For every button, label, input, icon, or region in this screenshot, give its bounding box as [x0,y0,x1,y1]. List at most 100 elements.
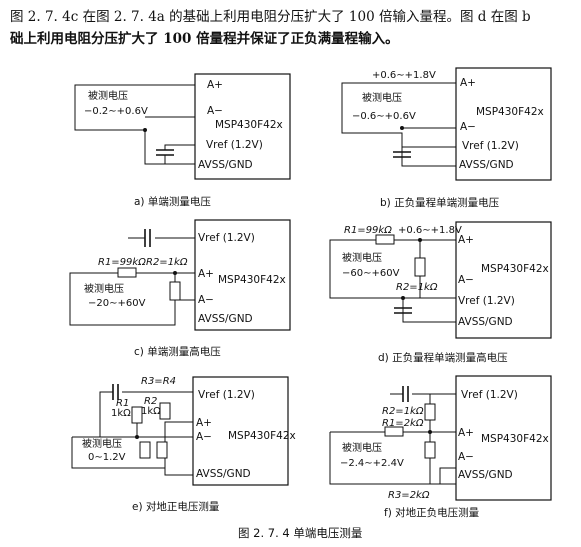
intro-line-1: 图 2. 7. 4c 在图 2. 7. 4a 的基础上利用电阻分压扩大了 100… [10,9,531,25]
panel-e: Vref (1.2V) A+ A− MSP430F42x AVSS/GND R3… [71,376,296,513]
label-measured-b: 被测电压 [362,91,402,104]
range-e: 0∼1.2V [88,452,126,463]
pin-vref-f: Vref (1.2V) [461,389,518,401]
r2-name-e: R2 [144,396,157,407]
caption-b: b) 正负量程单端测量电压 [380,196,500,209]
pin-vref-e: Vref (1.2V) [198,389,255,401]
resistor-r2-e [159,402,171,420]
r2-c: R2=1kΩ [146,257,188,268]
r2-val-e: 1kΩ [141,406,161,417]
label-measured-c: 被测电压 [84,282,124,295]
pin-aplus-d: A+ [458,234,474,246]
chip-d [455,221,552,339]
chip-name-b: MSP430F42x [476,106,544,118]
bias-d: +0.6∼+1.8V [398,225,462,236]
wire-aplus-a [74,84,195,165]
chip-name-c: MSP430F42x [218,274,286,286]
wire-source-e [71,436,165,469]
r2-f: R2=1kΩ [382,406,424,417]
chip-name-d: MSP430F42x [481,263,549,275]
resistor-r1-e [131,406,143,424]
r1-val-e: 1kΩ [111,408,131,419]
pin-aplus-c: A+ [198,268,214,280]
bias-b: +0.6∼+1.8V [372,70,436,81]
wire-aminus-f [439,467,456,484]
pin-vref-b: Vref (1.2V) [462,140,519,152]
pin-aplus-e: A+ [196,417,212,429]
pin-gnd-a: AVSS/GND [198,159,253,171]
panel-a: A+ MSP430F42x A− Vref (1.2V) AVSS/GND 被测… [74,73,291,208]
resistor-r1-d [375,234,395,245]
r1-f: R1=2kΩ [382,418,424,429]
resistor-r4-e [156,441,168,459]
pin-aminus-d: A− [458,274,474,286]
resistor-r1-c [117,267,137,278]
intro-text: 图 2. 7. 4c 在图 2. 7. 4a 的基础上利用电阻分压扩大了 100… [10,6,575,50]
pin-aminus-c: A− [198,294,214,306]
range-b: −0.6∼+0.6V [352,111,416,122]
panel-f: Vref (1.2V) A+ MSP430F42x A− AVSS/GND R2… [329,375,552,519]
chip-name-f: MSP430F42x [481,433,549,445]
wire-aplus-b [341,82,456,167]
range-f: −2.4∼+2.4V [340,458,404,469]
label-measured-e: 被测电压 [82,437,122,450]
chip-f [455,375,552,501]
resistor-r2-d [414,257,426,277]
panel-b: A+ MSP430F42x A− Vref (1.2V) AVSS/GND +0… [341,67,552,209]
pin-gnd-e: AVSS/GND [196,468,251,480]
pin-vref-c: Vref (1.2V) [198,232,255,244]
pin-gnd-d: AVSS/GND [458,316,513,328]
range-c: −20∼+60V [88,298,146,309]
caption-f: f) 对地正负电压测量 [384,506,480,519]
pin-aplus-f: A+ [458,427,474,439]
caption-e: e) 对地正电压测量 [132,500,220,513]
range-d: −60∼+60V [342,268,400,279]
resistor-r1-f [384,426,404,437]
resistor-r3-e [139,441,151,459]
r2-d: R2=1kΩ [396,282,438,293]
pin-aminus-a: A− [207,105,223,117]
pin-aplus-b: A+ [460,77,476,89]
intro-line-2: 础上利用电阻分压扩大了 100 倍量程并保证了正负满量程输入。 [10,31,399,47]
pin-aminus-b: A− [460,121,476,133]
panel-d: A+ MSP430F42x A− Vref (1.2V) AVSS/GND R1… [329,221,552,364]
pin-vref-d: Vref (1.2V) [458,295,515,307]
node-d1 [418,238,422,242]
resistor-r2-f [424,403,436,421]
wire-loop-d [329,239,456,323]
node-f [428,430,432,434]
pin-aminus-f: A− [458,451,474,463]
label-measured-f: 被测电压 [342,441,382,454]
r1-c: R1=99kΩ [98,257,146,268]
chip-e [192,376,289,486]
label-measured-d: 被测电压 [342,251,382,264]
node-d2 [401,296,405,300]
caption-d: d) 正负量程单端测量高电压 [378,351,508,364]
caption-a: a) 单端测量电压 [134,195,211,208]
label-measured-a: 被测电压 [88,89,128,102]
pin-vref-a: Vref (1.2V) [206,139,263,151]
range-a: −0.2∼+0.6V [84,106,148,117]
pin-aplus-a: A+ [207,79,223,91]
wire-vref-a [164,144,195,150]
panel-c: Vref (1.2V) A+ MSP430F42x A− AVSS/GND R1… [69,219,291,358]
caption-c: c) 单端测量高电压 [134,345,221,358]
pin-aminus-e: A− [196,431,212,443]
resistor-r2-c [169,281,181,301]
r3-f: R3=2kΩ [388,490,430,501]
resistor-r3-f [424,441,436,459]
chip-b [455,67,552,181]
node-c [173,271,177,275]
chip-name-a: MSP430F42x [215,119,283,131]
wire-aplus-e [164,421,193,476]
pin-gnd-c: AVSS/GND [198,313,253,325]
chip-a [194,73,291,180]
figure-caption: 图 2. 7. 4 单端电压测量 [238,526,362,540]
wire-cap-e [99,391,193,438]
chip-name-e: MSP430F42x [228,430,296,442]
pin-gnd-f: AVSS/GND [458,469,513,481]
r1-d: R1=99kΩ [344,225,392,236]
r1-name-e: R1 [116,398,129,409]
node-a [143,128,147,132]
